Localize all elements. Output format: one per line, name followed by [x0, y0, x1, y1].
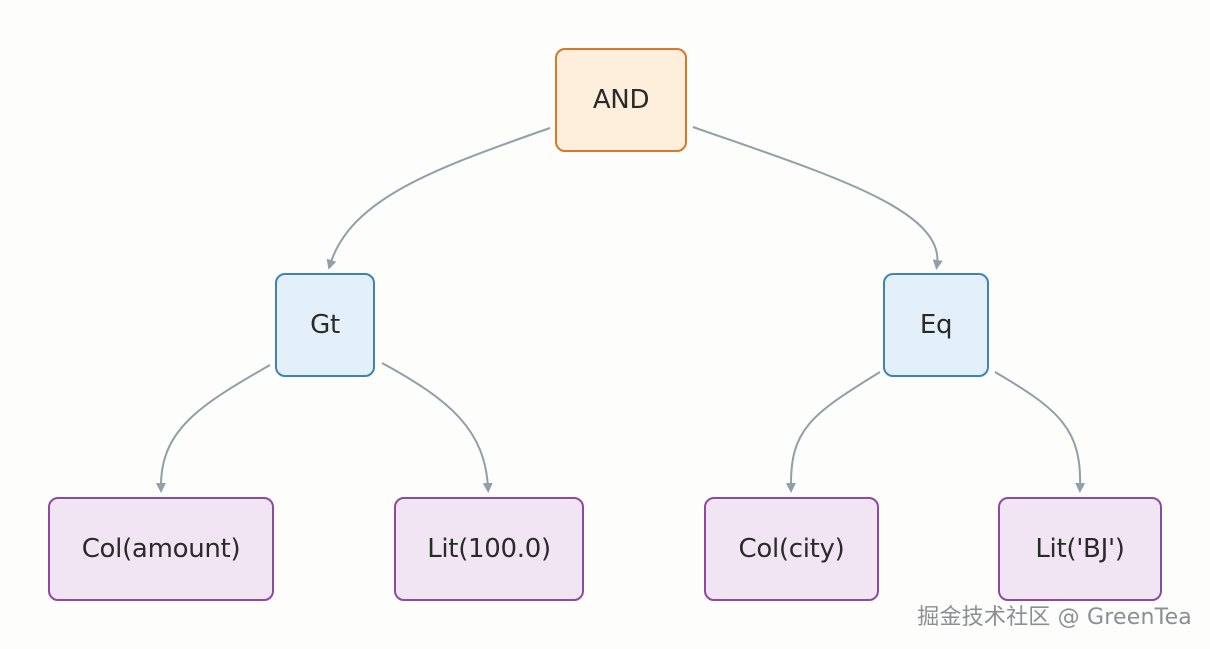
node-lit-bj: Lit('BJ')	[998, 497, 1162, 601]
node-col-amount: Col(amount)	[48, 497, 274, 601]
node-lit-100-label: Lit(100.0)	[427, 534, 551, 564]
watermark-text: 掘金技术社区 @ GreenTea	[917, 605, 1192, 630]
edge-eq-lit-bj	[994, 371, 1086, 493]
edge-and-gt	[326, 127, 551, 270]
node-eq: Eq	[883, 273, 989, 377]
node-lit-bj-label: Lit('BJ')	[1035, 534, 1125, 564]
edge-gt-lit-100	[381, 362, 493, 493]
edge-and-eq	[692, 126, 943, 270]
node-col-amount-label: Col(amount)	[81, 534, 241, 564]
node-gt: Gt	[275, 273, 375, 377]
node-col-city: Col(city)	[704, 497, 879, 601]
node-col-city-label: Col(city)	[738, 534, 845, 564]
node-lit-100: Lit(100.0)	[394, 497, 584, 601]
node-and: AND	[555, 48, 687, 152]
node-eq-label: Eq	[919, 310, 953, 340]
edge-eq-col-city	[785, 371, 881, 493]
node-gt-label: Gt	[310, 310, 340, 340]
edge-gt-col-amount	[155, 364, 271, 493]
node-and-label: AND	[592, 85, 650, 115]
